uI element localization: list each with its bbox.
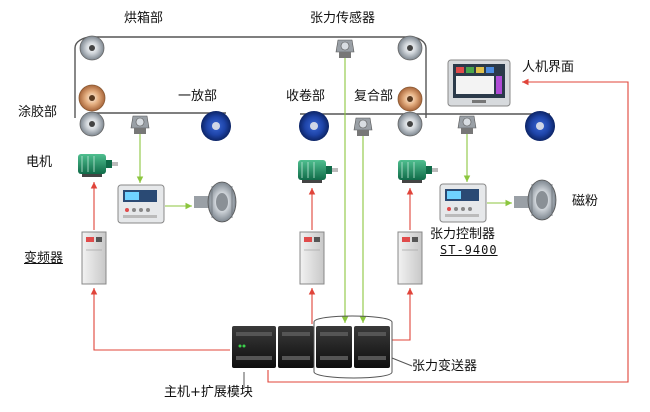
magnetic-brake-right-icon xyxy=(514,179,557,221)
web-path xyxy=(74,36,550,118)
label-coater: 涂胶部 xyxy=(18,105,58,120)
inverter-left-icon xyxy=(81,231,107,285)
tension-sensor-unwind-icon xyxy=(130,115,150,134)
roller-laminate-copper xyxy=(397,86,423,112)
unwind-roll xyxy=(201,111,231,141)
inverter-middle-icon xyxy=(299,231,325,285)
label-oven: 烘箱部 xyxy=(124,11,164,26)
label-tension-sensor: 张力传感器 xyxy=(310,11,376,26)
tension-controller-left-icon xyxy=(117,184,165,224)
roller-top-right xyxy=(397,35,423,61)
label-controller: 张力控制器 xyxy=(430,227,496,242)
label-motor: 电机 xyxy=(26,155,53,170)
label-laminate: 复合部 xyxy=(354,89,394,104)
rewind-roll xyxy=(299,111,329,141)
roller-laminate-lower xyxy=(397,111,423,137)
label-unwind: 一放部 xyxy=(178,89,218,104)
label-brake: 磁粉 xyxy=(572,194,599,209)
transmitter-bracket xyxy=(313,315,413,379)
inverter-right-icon xyxy=(397,231,423,285)
motor-middle-icon xyxy=(298,160,338,183)
magnetic-brake-left-icon xyxy=(194,181,237,223)
motor-right-icon xyxy=(398,160,438,183)
motor-left-icon xyxy=(78,154,118,177)
label-inverter: 变频器 xyxy=(24,251,64,266)
label-hmi: 人机界面 xyxy=(522,60,575,75)
laminate-unwind-roll xyxy=(525,111,555,141)
roller-oven-copper xyxy=(78,84,106,112)
plc-modules-icon xyxy=(232,326,390,368)
label-plc: 主机+扩展模块 xyxy=(164,385,253,400)
tension-controller-right-icon xyxy=(439,183,487,223)
roller-top-left xyxy=(79,35,105,61)
tension-sensor-mid-icon xyxy=(353,117,373,136)
roller-coater xyxy=(79,111,105,137)
sensor-signal-lines xyxy=(136,58,512,323)
label-rewind: 收卷部 xyxy=(286,89,326,104)
label-controller-model: ST-9400 xyxy=(440,243,498,257)
label-transmitter: 张力变送器 xyxy=(412,359,478,374)
tension-sensor-right-icon xyxy=(457,115,477,134)
control-signal-lines xyxy=(90,78,629,383)
hmi-screen-icon xyxy=(447,59,511,107)
tension-sensor-top-icon xyxy=(335,39,355,58)
